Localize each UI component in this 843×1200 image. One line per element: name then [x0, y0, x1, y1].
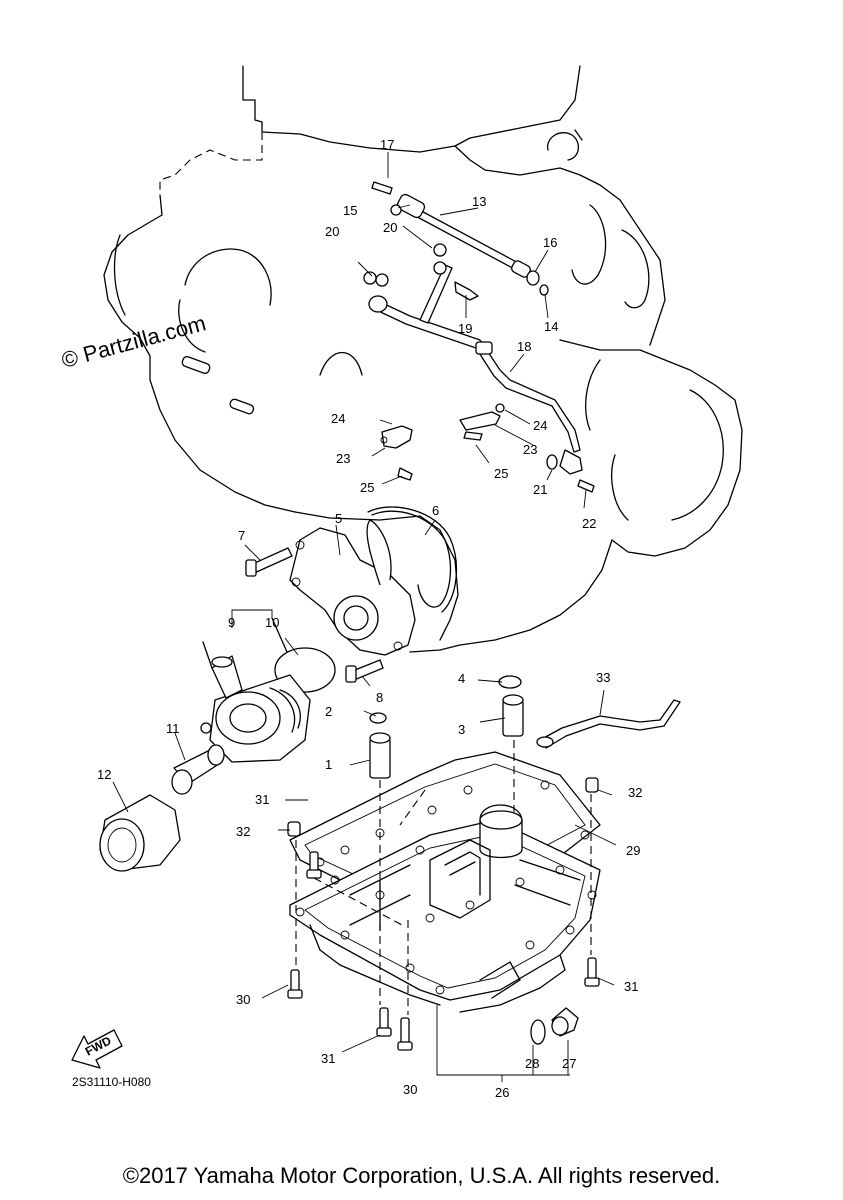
callout-24-b: 24	[533, 418, 547, 433]
part-callouts: 1 2 3 4 5 6 7 8 9 10 11 12 13 14 15 16 1…	[97, 137, 642, 1100]
callout-8: 8	[376, 690, 383, 705]
sensor-brackets	[380, 403, 505, 481]
callout-11: 11	[166, 721, 180, 736]
callout-25-b: 25	[494, 466, 508, 481]
callout-30-b: 30	[403, 1082, 417, 1097]
callout-3: 3	[458, 722, 465, 737]
leader-lines	[112, 152, 617, 1082]
copyright-notice: ©2017 Yamaha Motor Corporation, U.S.A. A…	[122, 1163, 721, 1188]
oil-cooler	[200, 617, 336, 763]
callout-28: 28	[525, 1056, 539, 1071]
diagram-code: 2S31110-H080	[72, 1075, 151, 1089]
callout-31-b: 31	[321, 1051, 335, 1066]
oil-delivery-pipe	[363, 181, 595, 493]
callout-16: 16	[543, 235, 557, 250]
callout-18: 18	[517, 339, 531, 354]
oil-pan-bolts	[287, 777, 600, 1051]
engine-outline	[103, 65, 743, 653]
callout-25-a: 25	[360, 480, 374, 495]
fwd-arrow: FWD	[71, 1029, 123, 1069]
callout-32-a: 32	[236, 824, 250, 839]
callout-20-a: 20	[325, 224, 339, 239]
callout-24-a: 24	[331, 411, 345, 426]
callout-9: 9	[228, 615, 235, 630]
callout-19: 19	[458, 321, 472, 336]
callout-17: 17	[380, 137, 394, 152]
callout-12: 12	[97, 767, 111, 782]
callout-30-a: 30	[236, 992, 250, 1007]
oil-pipe-33	[536, 699, 681, 749]
callout-31-a: 31	[255, 792, 269, 807]
callout-15: 15	[343, 203, 357, 218]
callout-6: 6	[432, 503, 439, 518]
callout-2: 2	[325, 704, 332, 719]
callout-4: 4	[458, 671, 465, 686]
callout-23-b: 23	[523, 442, 537, 457]
watermark-text: © Partzilla.com	[59, 310, 209, 373]
callout-23-a: 23	[336, 451, 350, 466]
callout-10: 10	[265, 615, 279, 630]
callout-26: 26	[495, 1085, 509, 1100]
callout-27: 27	[562, 1056, 576, 1071]
callout-1: 1	[325, 757, 332, 772]
callout-20-b: 20	[383, 220, 397, 235]
callout-31-c: 31	[624, 979, 638, 994]
callout-13: 13	[472, 194, 486, 209]
callout-33: 33	[596, 670, 610, 685]
callout-14: 14	[544, 319, 558, 334]
oil-strainer-parts	[369, 675, 524, 779]
callout-21: 21	[533, 482, 547, 497]
callout-32-b: 32	[628, 785, 642, 800]
callout-7: 7	[238, 528, 245, 543]
oil-pan	[289, 751, 601, 1013]
oil-cooler-housing	[245, 506, 458, 683]
callout-29: 29	[626, 843, 640, 858]
callout-5: 5	[335, 511, 342, 526]
oil-filter	[99, 744, 225, 872]
callout-22: 22	[582, 516, 596, 531]
